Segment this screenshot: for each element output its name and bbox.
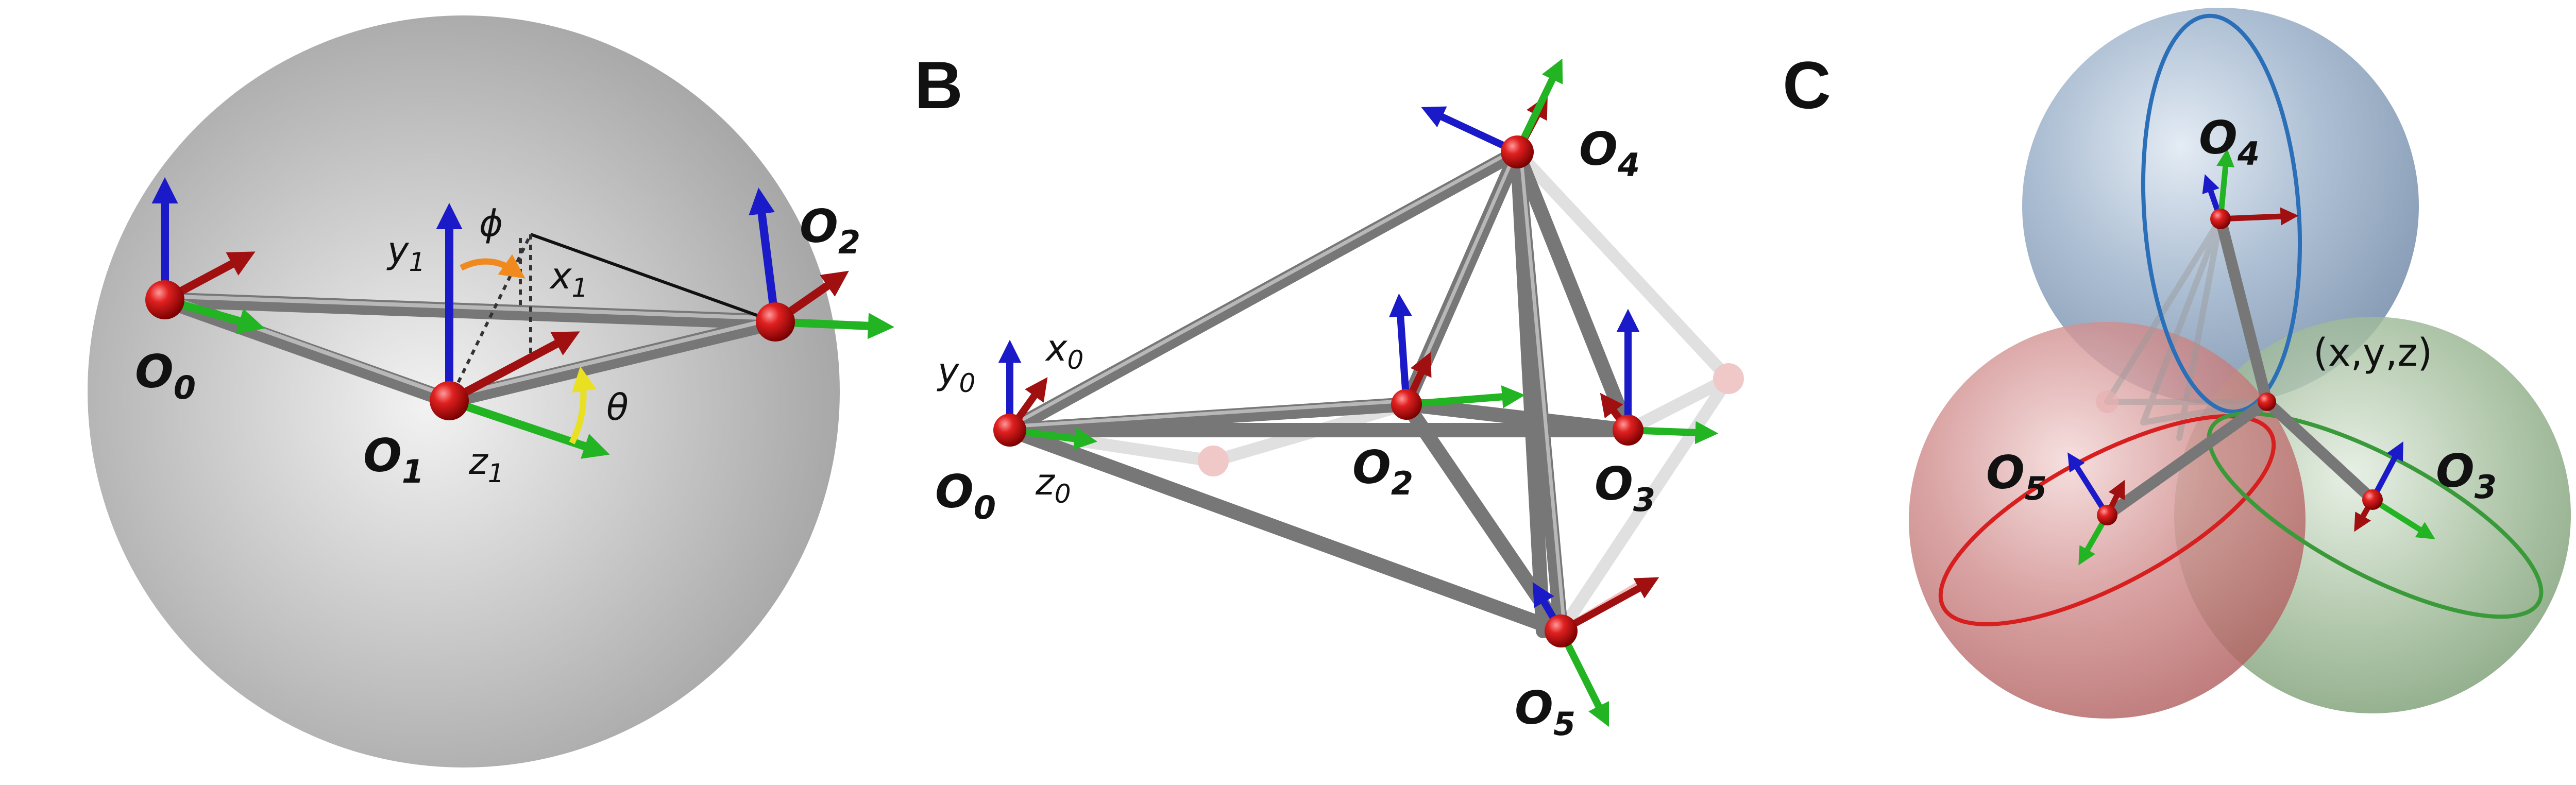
panel-c-letter: C (1783, 47, 1831, 123)
axis-z-arrow (1406, 385, 1526, 408)
panel-b: B (914, 47, 1744, 743)
rods-b (1003, 145, 1635, 638)
rod-center-o3 (2261, 396, 2378, 505)
node-center-c (2258, 392, 2276, 411)
node-o2-a (756, 302, 795, 342)
label-x1: x1 (549, 255, 588, 303)
label-o2-b: O2 (1352, 441, 1413, 502)
panel-a: A (0, 0, 895, 785)
rod-o2-o3 (1399, 397, 1635, 437)
panel-b-letter: B (914, 47, 963, 123)
node-o0-b (993, 414, 1026, 447)
frame-o2-b (1388, 293, 1526, 408)
label-x0: x0 (1045, 327, 1083, 375)
ring-green (2207, 411, 2544, 619)
node-o1-a (430, 381, 469, 420)
label-phi: ϕ (479, 202, 503, 245)
frame-o4-b (1421, 58, 1563, 156)
phi-arc (460, 254, 526, 279)
axis-x-arrow (447, 331, 580, 405)
label-o0-a: O0 (135, 345, 196, 406)
ghost-node-1 (1713, 363, 1744, 394)
rod-o0-o5 (1003, 423, 1568, 638)
label-o4-b: O4 (1579, 123, 1640, 184)
x1-reference-line (530, 233, 776, 323)
rod-center-o5 (2102, 396, 2273, 521)
node-o3-b (1613, 415, 1643, 446)
node-o4-c (2210, 209, 2231, 229)
label-o4-c: O4 (2199, 111, 2260, 173)
label-theta: θ (606, 386, 629, 429)
label-y0: y0 (937, 350, 975, 398)
label-o2-a: O2 (800, 200, 860, 261)
label-o1-a: O1 (363, 429, 424, 490)
rod-center-o4 (2215, 213, 2273, 407)
axis-z-arrow (448, 397, 610, 459)
label-z1: z1 (468, 440, 504, 488)
label-z0: z0 (1035, 461, 1071, 509)
node-o0-a (145, 280, 184, 319)
label-o0-b: O0 (935, 465, 996, 526)
node-o4-b (1501, 135, 1534, 168)
node-o5-b (1545, 615, 1578, 647)
node-o2-b (1391, 389, 1422, 420)
rods-c (2102, 213, 2378, 521)
rod-o4-o5-b (1510, 145, 1550, 638)
rod-o0-o2 (157, 292, 783, 330)
sphere-a-clip-edge (0, 0, 88, 785)
ghost-node-2 (1198, 446, 1229, 476)
label-o3-b: O3 (1595, 457, 1655, 519)
label-o3-c: O3 (2436, 445, 2497, 506)
rod-o1-o2 (442, 314, 783, 408)
label-y1: y1 (386, 229, 425, 277)
label-o5-c: O5 (1986, 446, 2047, 507)
panel-c: C (1783, 8, 2571, 719)
node-o3-c (2362, 489, 2383, 510)
frame-o1-a (436, 202, 610, 459)
axis-x-arrow (2220, 207, 2299, 226)
label-o5-b: O5 (1515, 681, 1575, 743)
point-label-xyz: (x,y,z) (2313, 331, 2432, 375)
rod-o3-o4 (1510, 145, 1635, 437)
rod-o0-o4 (1003, 145, 1524, 437)
node-o5-c (2097, 505, 2117, 525)
ghost-node-c (2096, 390, 2119, 413)
theta-arc (569, 366, 597, 445)
rod-highlights-b (1008, 146, 1567, 633)
